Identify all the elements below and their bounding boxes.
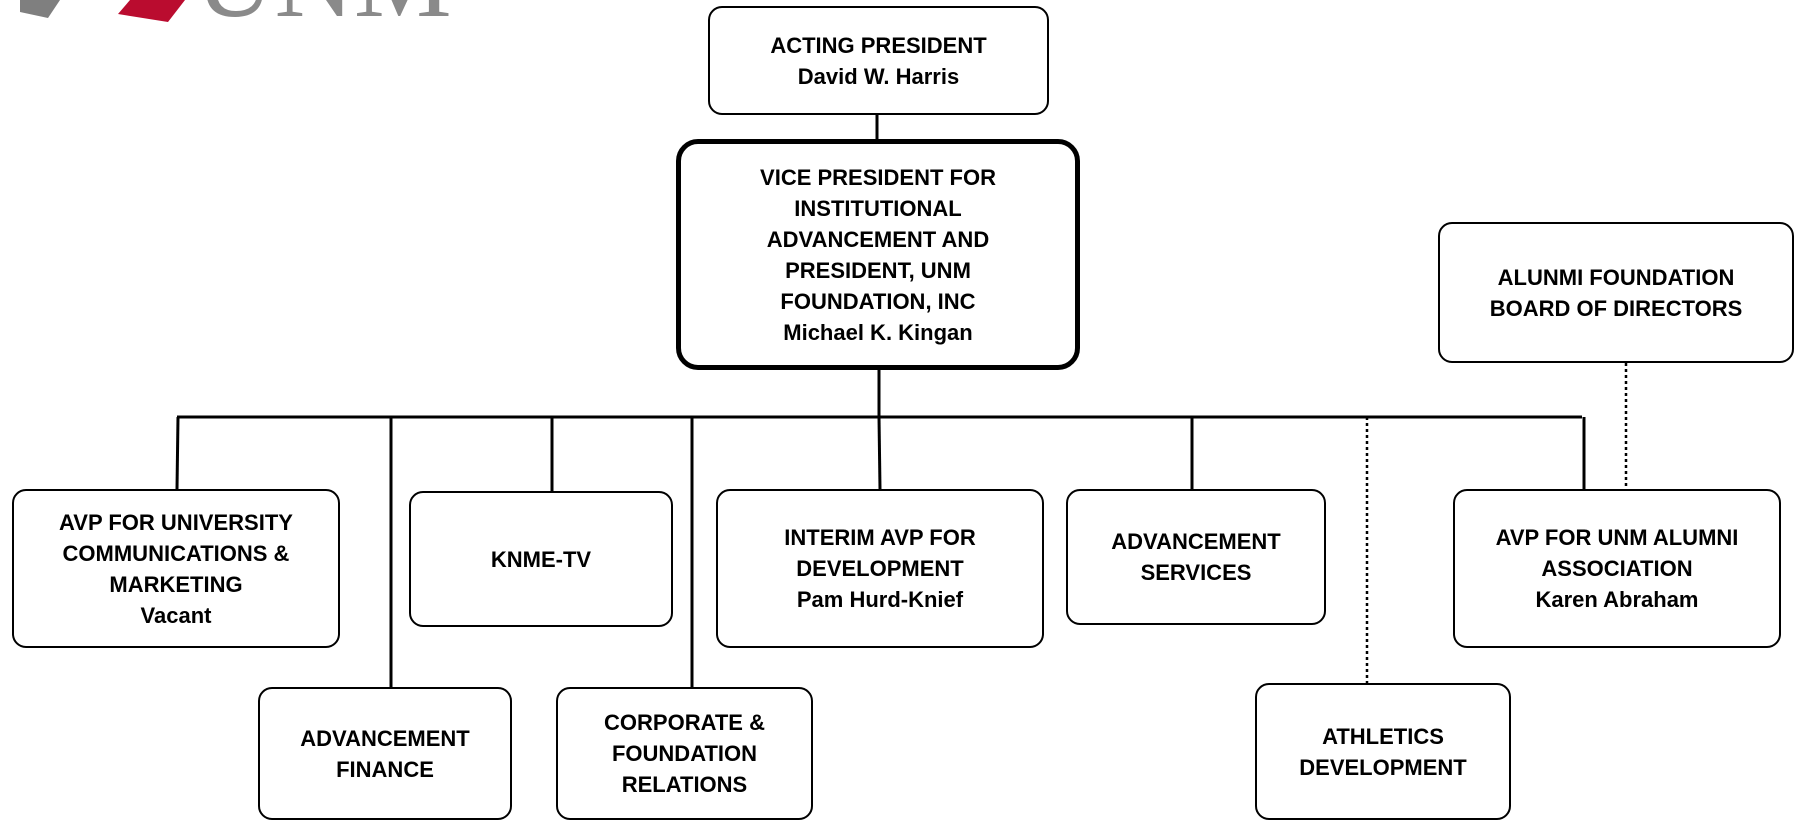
advancement-services-line: SERVICES <box>1140 560 1252 585</box>
knme-line: KNME-TV <box>490 546 592 572</box>
development-line: DEVELOPMENT <box>796 556 964 581</box>
vp-name: Michael K. Kingan <box>783 319 973 345</box>
corporate-line: FOUNDATION <box>611 741 758 766</box>
development-line: INTERIM AVP FOR <box>784 525 976 550</box>
logo-wordmark: UNM <box>195 0 452 24</box>
advancement-services-line: ADVANCEMENT <box>1111 529 1281 554</box>
vp-title-line: INSTITUTIONAL <box>794 195 962 221</box>
connector-communications <box>175 416 180 490</box>
development-box: INTERIM AVP FOR DEVELOPMENT Pam Hurd-Kni… <box>716 489 1044 648</box>
finance-line: FINANCE <box>336 756 434 782</box>
development-name: Pam Hurd-Knief <box>796 587 964 612</box>
vp-title-line: VICE PRESIDENT FOR <box>760 164 996 190</box>
alumni-assoc-line: AVP FOR UNM ALUMNI <box>1495 525 1739 550</box>
corporate-foundation-relations-box: CORPORATE & FOUNDATION RELATIONS <box>556 687 813 820</box>
communications-marketing-box: AVP FOR UNIVERSITY COMMUNICATIONS & MARK… <box>12 489 340 648</box>
vp-title-line: ADVANCEMENT AND <box>766 226 990 252</box>
alumni-assoc-name: Karen Abraham <box>1535 587 1699 612</box>
corporate-line: CORPORATE & <box>604 710 765 735</box>
connector-development <box>877 416 882 490</box>
acting-president-title: ACTING PRESIDENT <box>770 32 987 58</box>
alumni-foundation-board-box: ALUNMI FOUNDATION BOARD OF DIRECTORS <box>1438 222 1794 363</box>
alumni-board-line: BOARD OF DIRECTORS <box>1489 295 1743 321</box>
athletics-line: ATHLETICS <box>1322 723 1444 749</box>
finance-line: ADVANCEMENT <box>300 725 470 751</box>
communications-name: Vacant <box>140 602 212 628</box>
unm-logo: UNM <box>0 0 560 24</box>
vp-title-line: PRESIDENT, UNM <box>785 257 971 283</box>
communications-line: COMMUNICATIONS & <box>62 540 290 566</box>
communications-line: AVP FOR UNIVERSITY <box>59 509 293 535</box>
advancement-services-box: ADVANCEMENT SERVICES <box>1066 489 1326 625</box>
athletics-development-box: ATHLETICS DEVELOPMENT <box>1255 683 1511 820</box>
alumni-board-line: ALUNMI FOUNDATION <box>1497 264 1735 290</box>
knme-tv-box: KNME-TV <box>409 491 673 627</box>
alumni-association-box: AVP FOR UNM ALUMNI ASSOCIATION Karen Abr… <box>1453 489 1781 648</box>
advancement-finance-box: ADVANCEMENT FINANCE <box>258 687 512 820</box>
alumni-assoc-line: ASSOCIATION <box>1541 556 1693 581</box>
vp-title-line: FOUNDATION, INC <box>780 288 976 314</box>
communications-line: MARKETING <box>109 571 243 597</box>
corporate-line: RELATIONS <box>621 772 748 797</box>
vice-president-box: VICE PRESIDENT FOR INSTITUTIONAL ADVANCE… <box>676 139 1080 370</box>
acting-president-box: ACTING PRESIDENT David W. Harris <box>708 6 1049 115</box>
acting-president-name: David W. Harris <box>797 63 960 89</box>
athletics-line: DEVELOPMENT <box>1299 754 1467 780</box>
